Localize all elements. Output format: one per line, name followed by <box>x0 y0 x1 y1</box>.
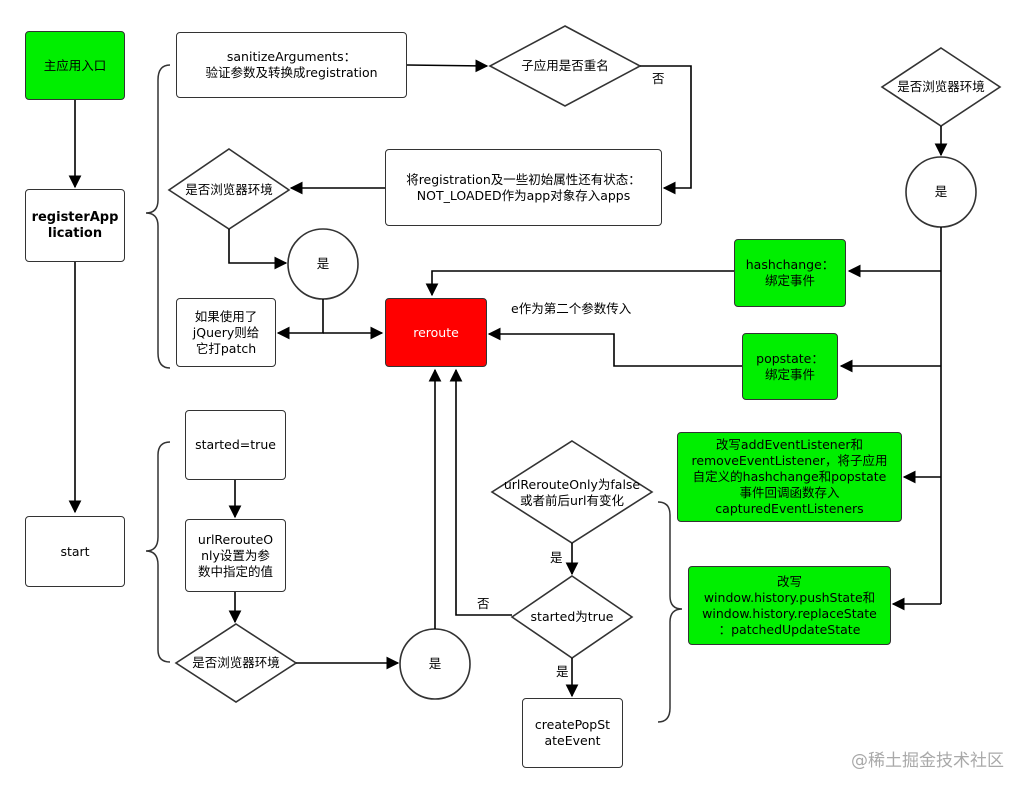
label-not-started: 否 <box>477 596 490 611</box>
label-e-second-arg: e作为第二个参数传入 <box>511 301 632 316</box>
is-duplicate-name: 子应用是否重名 <box>521 58 609 73</box>
diamond-is-duplicate <box>488 25 642 107</box>
edge-yes-1-to-jquery <box>276 299 324 340</box>
is-browser-env-1: 是否浏览器环境 <box>185 182 273 197</box>
create-pop-state-event: createPopSt ateEvent <box>522 698 623 768</box>
yes-3: 是 <box>934 184 948 199</box>
edge-sanitize-to-duplicate <box>406 59 489 73</box>
is-browser-env-2: 是否浏览器环境 <box>192 655 280 670</box>
register-application: registerApp lication <box>25 189 125 262</box>
reroute: reroute <box>385 298 487 367</box>
label-yes-condition: 是 <box>550 550 563 565</box>
edge-hashchange-to-reroute <box>425 270 734 297</box>
diamond-browser-env-2 <box>174 623 298 703</box>
started-true: started=true <box>185 410 286 480</box>
brace-popstate <box>657 501 683 723</box>
rewrite-history: 改写 window.history.pushState和 window.hist… <box>688 566 891 645</box>
edge-started-no-to-reroute <box>449 368 512 616</box>
url-reroute-condition: urlRerouteOnly为false 或者前后url有变化 <box>503 477 641 508</box>
url-reroute-only: urlRerouteO nly设置为参 数中指定的值 <box>185 519 286 592</box>
edge-duplicate-no-to-store <box>640 65 692 195</box>
jquery-patch: 如果使用了 jQuery则给 它打patch <box>176 298 276 367</box>
edge-popstate-to-reroute <box>487 327 742 367</box>
hashchange: hashchange： 绑定事件 <box>734 239 846 307</box>
brace-register <box>145 64 171 369</box>
yes-1: 是 <box>316 256 330 271</box>
rewrite-listeners: 改写addEventListener和 removeEventListener，… <box>677 432 902 522</box>
start: start <box>25 516 125 587</box>
edge-browser-env-1-to-yes <box>228 229 288 270</box>
started-check: started为true <box>530 609 614 624</box>
store-registration: 将registration及一些初始属性还有状态： NOT_LOADED作为ap… <box>385 149 662 226</box>
main-entry: 主应用入口 <box>25 31 125 100</box>
watermark: @稀土掘金技术社区 <box>851 751 1004 771</box>
yes-2: 是 <box>428 656 442 671</box>
popstate: popstate： 绑定事件 <box>742 333 838 400</box>
label-yes-started: 是 <box>556 664 569 679</box>
brace-start <box>145 441 171 663</box>
label-no-duplicate: 否 <box>652 71 665 86</box>
sanitize-arguments: sanitizeArguments： 验证参数及转换成registration <box>176 32 407 98</box>
is-browser-env-3: 是否浏览器环境 <box>897 79 985 94</box>
